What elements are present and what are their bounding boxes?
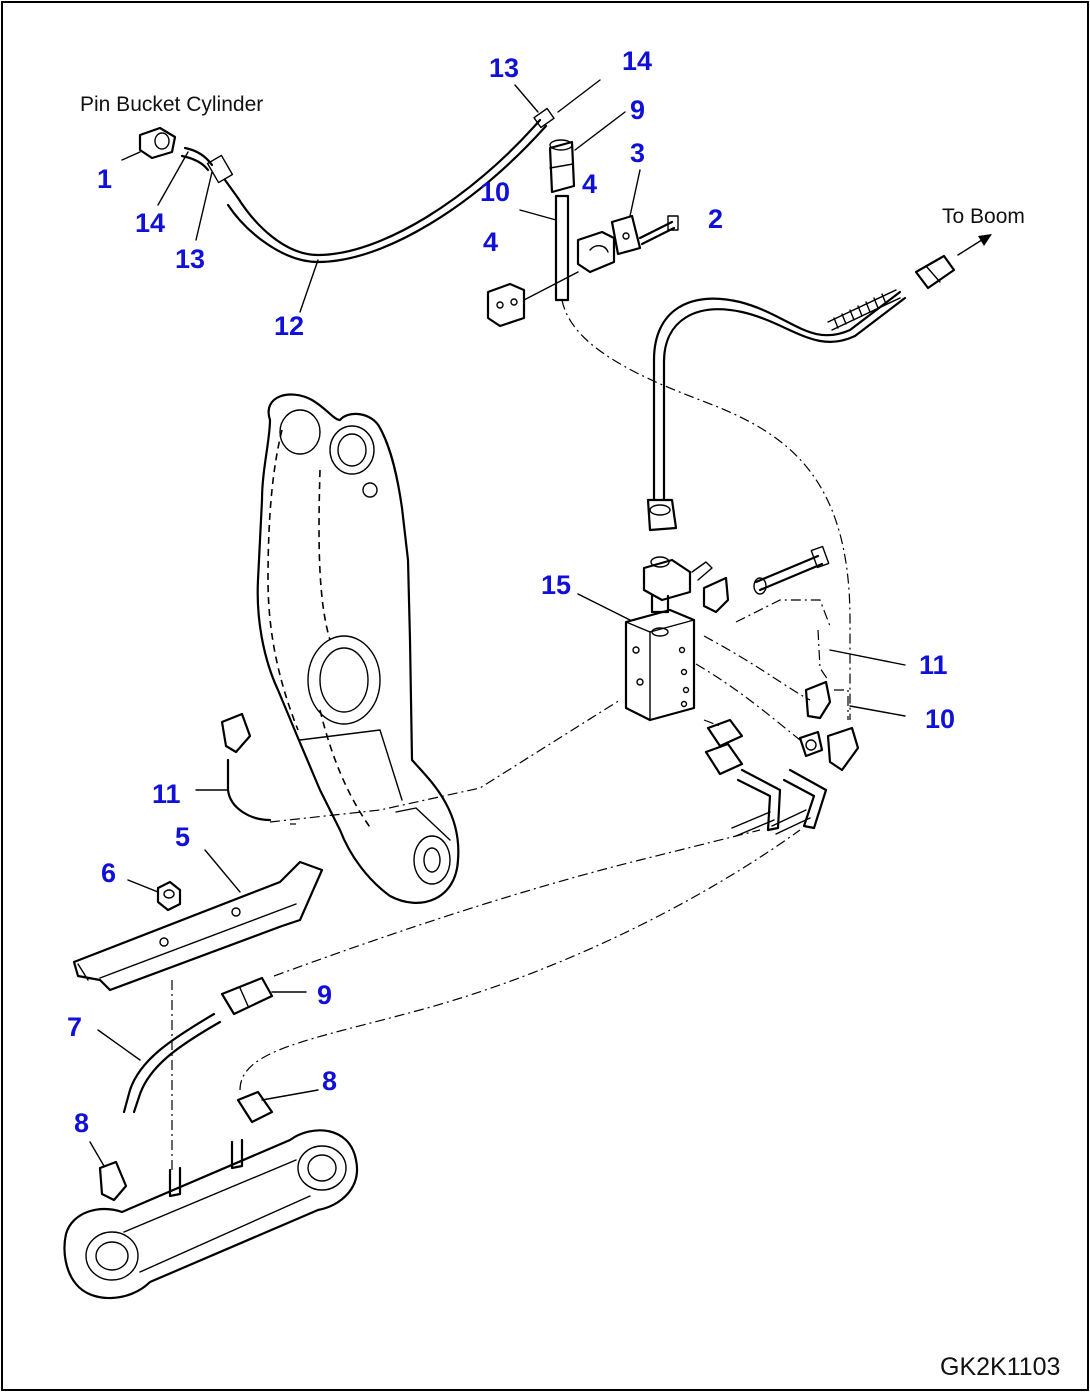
callout-8-right: 8 bbox=[322, 1066, 338, 1096]
fitting-9-tube-10-drawing bbox=[519, 111, 626, 302]
callout-10-right: 10 bbox=[925, 704, 956, 734]
hose-to-boom-drawing bbox=[652, 234, 992, 502]
bolt-2-drawing bbox=[638, 215, 679, 246]
callout-4-upper: 4 bbox=[582, 169, 598, 199]
callout-11-right: 11 bbox=[919, 650, 948, 680]
callout-4-lower: 4 bbox=[483, 227, 499, 257]
stay-5-drawing bbox=[72, 849, 324, 992]
callout-9-lower: 9 bbox=[317, 980, 333, 1010]
callout-14-top: 14 bbox=[622, 46, 653, 76]
callout-12: 12 bbox=[274, 311, 305, 341]
callout-7: 7 bbox=[67, 1012, 83, 1042]
callout-8-left: 8 bbox=[74, 1108, 90, 1138]
clamp-4-upper-drawing bbox=[576, 230, 616, 274]
tee-fitting-drawing bbox=[642, 556, 713, 614]
callout-10-top: 10 bbox=[480, 177, 511, 207]
link-drawing bbox=[63, 1129, 359, 1300]
bell-crank-drawing bbox=[256, 393, 460, 904]
fitting-1-drawing bbox=[138, 126, 177, 160]
clamp-4-lower-drawing bbox=[486, 271, 579, 328]
callout-5: 5 bbox=[175, 822, 191, 852]
elbow-fittings-drawing bbox=[702, 576, 860, 772]
callout-14-left: 14 bbox=[135, 208, 166, 238]
drawing-code: GK2K1103 bbox=[940, 1353, 1061, 1381]
valve-block-15-drawing bbox=[624, 608, 696, 722]
callout-11-left: 11 bbox=[152, 779, 181, 809]
note-pin-bucket-cylinder: Pin Bucket Cylinder bbox=[80, 93, 264, 116]
connection-lines bbox=[171, 299, 851, 1172]
note-to-boom: To Boom bbox=[942, 205, 1025, 228]
bolt-drawing bbox=[753, 545, 830, 595]
callout-15: 15 bbox=[541, 570, 572, 600]
fitting-8-left-drawing bbox=[89, 1141, 128, 1202]
fitting-9-lower-drawing bbox=[220, 976, 307, 1016]
hose-end-fitting-drawing bbox=[646, 498, 678, 532]
nipple-fittings-drawing bbox=[704, 718, 828, 837]
nut-6-drawing bbox=[127, 879, 182, 912]
callout-6: 6 bbox=[101, 858, 117, 888]
callout-13-top: 13 bbox=[489, 53, 520, 83]
fitting-8-right-drawing bbox=[236, 1089, 319, 1124]
fitting-11-left-drawing bbox=[195, 712, 272, 822]
tube-7-drawing bbox=[97, 1012, 222, 1114]
callout-9-top: 9 bbox=[630, 95, 646, 125]
callout-2: 2 bbox=[708, 204, 724, 234]
callout-1: 1 bbox=[97, 164, 113, 194]
callout-3: 3 bbox=[630, 138, 646, 168]
plate-3-drawing bbox=[610, 169, 642, 256]
callout-13-left: 13 bbox=[175, 244, 206, 274]
hose-12-drawing bbox=[180, 107, 555, 264]
